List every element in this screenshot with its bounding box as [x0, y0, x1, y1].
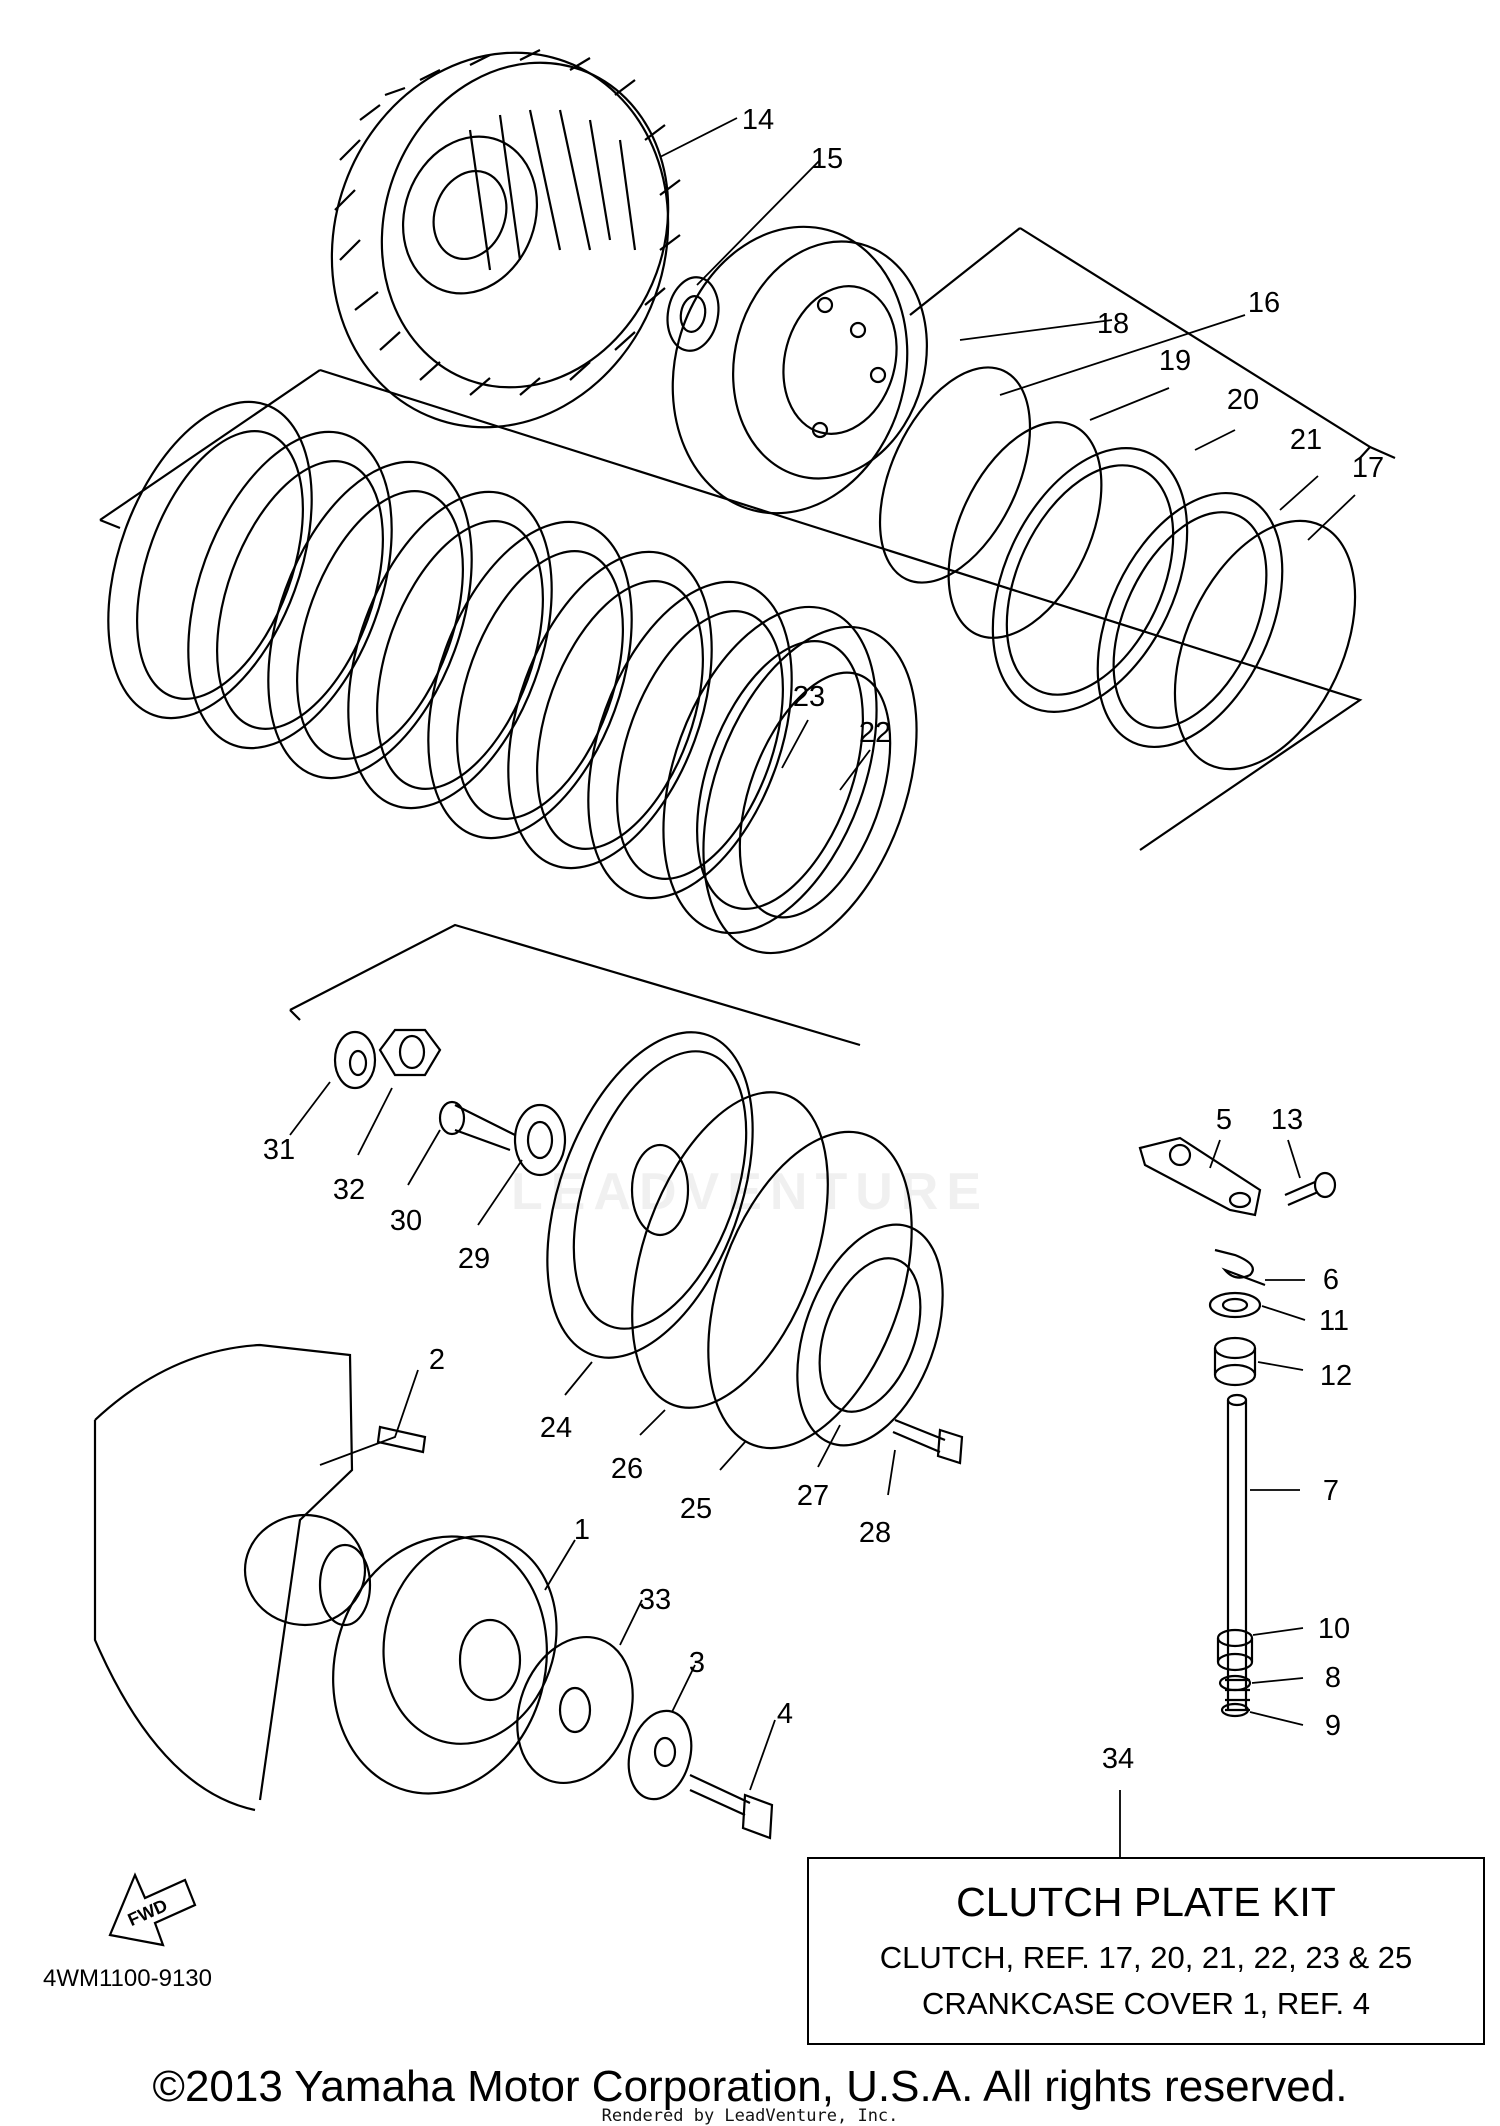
callout-13: 13 [1271, 1104, 1303, 1136]
callout-8: 8 [1325, 1662, 1341, 1694]
rendered-by-notice: Rendered by LeadVenture, Inc. [601, 2106, 899, 2126]
callout-23: 23 [793, 681, 825, 713]
callout-20: 20 [1227, 384, 1259, 416]
callout-5: 5 [1216, 1104, 1232, 1136]
oil-seal-11 [1208, 1291, 1262, 1319]
nut-32 [378, 1028, 442, 1077]
lower-group-bracket [289, 923, 861, 1047]
push-rod-30 [438, 1100, 516, 1152]
bearing-10 [1216, 1628, 1254, 1672]
bolt-28 [892, 1418, 964, 1465]
kit-line-clutch: CLUTCH, REF. 17, 20, 21, 22, 23 & 25 [879, 1940, 1413, 1975]
callout-14: 14 [742, 104, 774, 136]
callout-1: 1 [574, 1514, 590, 1546]
spring-6 [1214, 1248, 1266, 1287]
clutch-boss [671, 225, 928, 515]
plate-25 [707, 1130, 913, 1450]
copyright-notice: ©2013 Yamaha Motor Corporation, U.S.A. A… [152, 2062, 1348, 2111]
callout-2: 2 [429, 1344, 445, 1376]
callout-30: 30 [390, 1205, 422, 1237]
bolt-4 [689, 1774, 774, 1840]
leader-lines [289, 117, 1356, 1857]
lock-washer-33 [516, 1635, 634, 1785]
bearing-12 [1213, 1336, 1257, 1387]
callout-29: 29 [458, 1243, 490, 1275]
callout-33: 33 [639, 1584, 671, 1616]
fwd-arrow-icon: FWD [108, 1872, 197, 1947]
callout-9: 9 [1325, 1710, 1341, 1742]
fwd-label: FWD [125, 1895, 171, 1930]
spring-ring-18 [878, 366, 1032, 584]
callout-26: 26 [611, 1453, 643, 1485]
screw-13 [1284, 1171, 1337, 1207]
washer-8 [1218, 1674, 1252, 1692]
plate-27 [796, 1223, 944, 1447]
callout-17: 17 [1352, 452, 1384, 484]
lock-washer-31 [333, 1030, 377, 1090]
callout-34: 34 [1102, 1743, 1134, 1775]
callout-15: 15 [811, 143, 843, 175]
friction-plate-20 [991, 447, 1189, 713]
washer-3 [627, 1709, 693, 1801]
push-lever-shaft-7 [1225, 1393, 1250, 1712]
callout-numbers: 14 15 16 18 19 20 21 17 23 22 5 13 31 32… [263, 104, 1384, 1775]
callout-11: 11 [1319, 1305, 1349, 1337]
circlip-9 [1220, 1702, 1250, 1718]
kit-title: CLUTCH PLATE KIT [956, 1879, 1336, 1925]
callout-22: 22 [859, 717, 891, 749]
callout-24: 24 [540, 1412, 572, 1444]
callout-6: 6 [1323, 1264, 1339, 1296]
callout-3: 3 [689, 1647, 705, 1679]
callout-32: 32 [333, 1174, 365, 1206]
callout-28: 28 [859, 1517, 891, 1549]
push-lever-5 [1138, 1136, 1262, 1217]
bearing-29 [513, 1103, 567, 1177]
ring-19 [947, 421, 1103, 639]
plate-stack-22-23 [107, 400, 918, 955]
callout-16: 16 [1248, 287, 1280, 319]
callout-12: 12 [1320, 1360, 1352, 1392]
callout-21: 21 [1290, 424, 1322, 456]
primary-driven-gear-1 [332, 1535, 558, 1795]
callout-7: 7 [1323, 1475, 1339, 1507]
callout-19: 19 [1159, 345, 1191, 377]
callout-4: 4 [777, 1698, 793, 1730]
plate-stack-bracket [99, 368, 1363, 851]
clutch-plate-17 [1173, 519, 1357, 771]
watermark: LEADVENTURE [510, 1163, 990, 1221]
pressure-plate-24 [546, 1031, 754, 1359]
group-bracket-16 [909, 227, 1396, 460]
callout-10: 10 [1318, 1613, 1350, 1645]
kit-line-crankcase: CRANKCASE COVER 1, REF. 4 [922, 1986, 1370, 2021]
key-2 [376, 1425, 427, 1454]
clutch-plate-kit-box: CLUTCH PLATE KIT CLUTCH, REF. 17, 20, 21… [807, 1857, 1485, 2045]
crankcase-outline [93, 1343, 372, 1812]
thrust-washer-15 [666, 276, 720, 352]
callout-18: 18 [1097, 308, 1129, 340]
spring-26 [631, 1091, 829, 1409]
clutch-housing-14 [330, 49, 681, 429]
callout-31: 31 [263, 1134, 295, 1166]
callout-25: 25 [680, 1493, 712, 1525]
callout-27: 27 [797, 1480, 829, 1512]
diagram-code: 4WM1100-9130 [43, 1965, 212, 1992]
clutch-plate-21 [1096, 491, 1284, 749]
